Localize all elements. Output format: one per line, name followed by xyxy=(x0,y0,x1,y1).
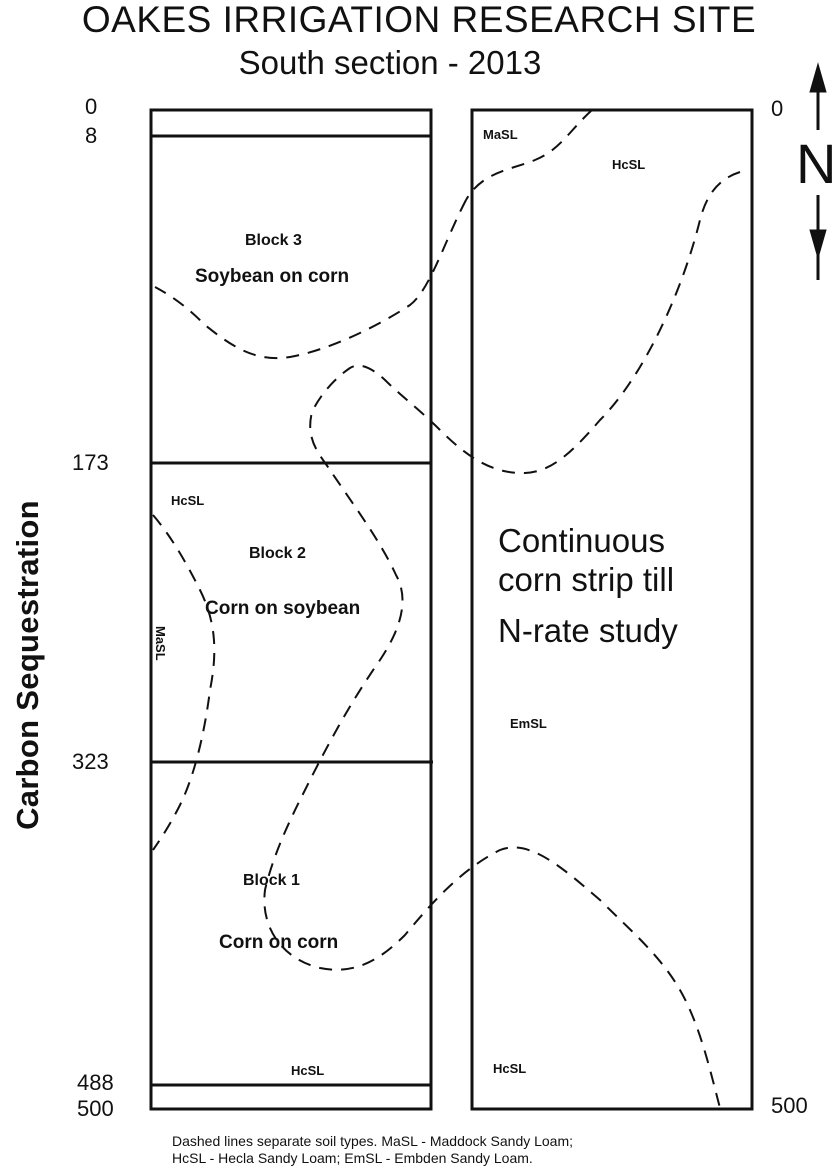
north-arrow xyxy=(809,62,827,280)
left-scale-488: 488 xyxy=(77,1070,114,1095)
right-scale-0: 0 xyxy=(771,96,784,121)
soil-label-hcsl-block2: HcSL xyxy=(171,493,205,508)
soil-boundary-block3 xyxy=(154,199,467,360)
strip-label-line-3: N-rate study xyxy=(498,612,678,649)
soil-boundary-masl-left xyxy=(152,514,216,851)
block-3-name: Block 3 xyxy=(245,232,302,249)
block-1-name: Block 1 xyxy=(243,872,300,889)
soil-boundary-top-right xyxy=(465,109,593,201)
map-subtitle: South section - 2013 xyxy=(238,44,542,81)
left-scale-323: 323 xyxy=(72,749,109,774)
north-label: N xyxy=(796,132,837,195)
soil-label-masl-top: MaSL xyxy=(483,127,518,142)
right-scale-500: 500 xyxy=(771,1093,808,1118)
footnote-line-1: Dashed lines separate soil types. MaSL -… xyxy=(172,1133,574,1149)
left-scale-8: 8 xyxy=(85,123,98,148)
soil-boundary-hcsl-emsl xyxy=(263,171,741,1109)
soil-label-hcsl-top: HcSL xyxy=(612,157,646,172)
map-title: OAKES IRRIGATION RESEARCH SITE xyxy=(81,0,757,40)
strip-label-line-2: corn strip till xyxy=(498,561,675,598)
left-scale-500: 500 xyxy=(77,1096,114,1121)
block-2-name: Block 2 xyxy=(249,545,306,562)
block-3-crop: Soybean on corn xyxy=(195,266,350,287)
right-plot-outline xyxy=(470,108,754,1111)
soil-label-emsl: EmSL xyxy=(510,716,547,731)
soil-label-hcsl-bottom-right: HcSL xyxy=(493,1061,527,1076)
soil-label-masl-block2: MaSL xyxy=(153,626,168,661)
left-scale-0: 0 xyxy=(85,94,98,119)
soil-label-hcsl-block1: HcSL xyxy=(291,1063,325,1078)
footnote-line-2: HcSL - Hecla Sandy Loam; EmSL - Embden S… xyxy=(172,1150,533,1166)
block-2-crop: Corn on soybean xyxy=(205,598,361,619)
left-plot-outline xyxy=(149,108,433,1111)
strip-label-line-1: Continuous xyxy=(498,522,665,559)
block-1-crop: Corn on corn xyxy=(219,932,339,953)
footnote: Dashed lines separate soil types. MaSL -… xyxy=(172,1133,732,1167)
left-scale-173: 173 xyxy=(72,450,109,475)
